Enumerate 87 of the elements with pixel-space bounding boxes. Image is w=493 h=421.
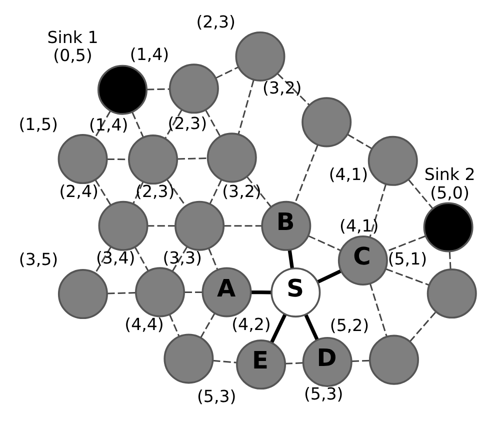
node-label: (3,2) [222,182,261,202]
connector [346,134,372,150]
connector [106,292,136,294]
connector [316,269,342,284]
node-circle [234,31,285,82]
connector [214,66,238,79]
connector [94,246,112,274]
node-circle: C [337,236,388,286]
node-label: (1,5) [18,115,58,134]
connector [200,312,215,338]
connector [177,158,208,160]
node-label: (3,3) [162,248,202,268]
connector [204,110,220,137]
connector [448,251,451,270]
node-label: (1,4) [129,44,169,64]
node-label: (5,2) [329,316,369,335]
node-label: (2,4) [58,182,98,201]
node-circle [134,267,185,318]
connector [351,360,370,362]
connector [94,110,110,138]
node-label: (5,1) [387,250,427,269]
connector [146,88,170,90]
connector [276,73,310,106]
connector [408,179,433,210]
node-circle: A [201,267,252,318]
node-circle [163,334,214,384]
node-circle [367,136,418,186]
node-circle: S [270,267,320,318]
node-circle [98,200,148,251]
connector [269,314,286,344]
node-label: (2,3) [167,114,207,133]
node-label: (1,4) [88,116,128,135]
node-circle [57,134,108,184]
node-circle [301,97,352,148]
connector [94,180,111,206]
node-circle [368,334,418,385]
node-label: (2,3) [196,12,235,32]
node-label: (5,3) [196,386,236,406]
node-label: (3,4) [95,248,135,268]
node-label: (3,2) [262,78,302,98]
connector [246,176,271,208]
connector [408,312,436,342]
connector [208,179,222,204]
connector [134,247,148,272]
connector [147,225,175,227]
node-label: Sink 2 [424,165,475,184]
connector [184,291,202,293]
connector [294,144,318,204]
node-circle [426,268,476,319]
connector [284,362,303,364]
connector [237,80,254,135]
node-label: (4,1) [339,216,378,236]
node-label: (3,5) [18,250,58,270]
connector [171,246,188,272]
node-circle: E [236,340,286,390]
connector [368,283,387,336]
node-circle [97,64,147,115]
connector [166,179,186,206]
node-circle [128,134,178,185]
connector [385,268,428,286]
connector [131,112,144,138]
node-circle: B [260,200,311,251]
connector [287,250,294,269]
connector [164,109,182,139]
node-circle: D [302,337,352,387]
connector [308,235,340,252]
node-label: (4,4) [124,314,164,334]
connector [223,225,262,227]
connector [212,360,236,364]
node-circle [422,202,473,252]
connector [304,314,318,341]
node-circle [174,200,224,251]
node-label: (5,3) [303,384,343,404]
node-label: (5,0) [430,183,469,202]
node-label: (4,2) [231,314,270,334]
node-circle [206,132,256,183]
connector [208,248,218,270]
connector [250,290,271,294]
node-label: (2,3) [135,182,174,201]
node-circle [57,269,108,320]
connector [168,314,180,336]
connector [368,184,386,238]
node-label: Sink 1 [46,28,98,47]
node-label: (0,5) [52,46,92,65]
node-label: (4,1) [328,165,368,184]
node-circle [168,64,218,114]
connector [132,182,144,204]
